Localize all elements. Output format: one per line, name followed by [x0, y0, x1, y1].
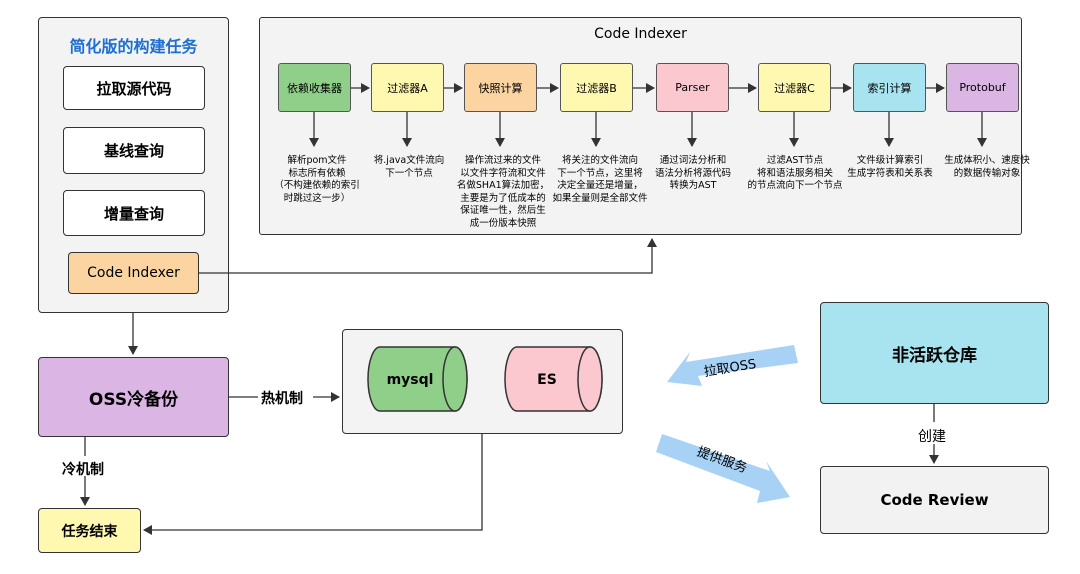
stage-dependency-collector: 依赖收集器: [278, 63, 351, 112]
stage-filter-a: 过滤器A: [371, 63, 444, 112]
note-protobuf: 生成体积小、速度快 的数据传输对象: [944, 155, 1030, 179]
provide-service-arrow: [656, 434, 790, 503]
inactive-repo: 非活跃仓库: [820, 302, 1049, 404]
es-label: ES: [537, 372, 557, 388]
stage-parser: Parser: [656, 63, 729, 112]
note-filter-a: 将.java文件流向 下一个节点: [373, 155, 445, 179]
step-pull-source: 拉取源代码: [63, 66, 205, 110]
stage-filter-c: 过滤器C: [758, 63, 831, 112]
mysql-label: mysql: [387, 372, 434, 388]
code-review: Code Review: [820, 466, 1049, 534]
note-filter-b: 将关注的文件流向 下一个节点，这里将 决定全量还是增量， 如果全量则是全部文件: [552, 155, 648, 204]
stage-filter-b: 过滤器B: [560, 63, 633, 112]
stage-index-compute: 索引计算: [853, 63, 926, 112]
stage-protobuf: Protobuf: [946, 63, 1019, 112]
es-cylinder: [504, 346, 603, 412]
code-indexer-panel: [259, 17, 1022, 235]
create-label: 创建: [918, 429, 946, 445]
step-code-indexer: Code Indexer: [68, 252, 199, 294]
note-dependency-collector: 解析pom文件 标志所有依赖 （不构建依赖的索引 时跳过这一步）: [274, 155, 360, 204]
pull-oss-arrow: [667, 345, 798, 386]
note-parser: 通过词法分析和 语法分析将源代码 转换为AST: [654, 155, 731, 191]
note-filter-c: 过滤AST节点 将和语法服务相关 的节点流向下一个节点: [747, 155, 843, 191]
step-incremental-query: 增量查询: [63, 190, 205, 236]
note-index-compute: 文件级计算索引 生成字符表和关系表: [847, 155, 933, 179]
cold-mechanism-label: 冷机制: [62, 462, 104, 478]
code-indexer-title: Code Indexer: [594, 26, 687, 42]
stage-note-arrows: [309, 112, 987, 147]
oss-cold-backup: OSS冷备份: [38, 357, 229, 437]
stage-snapshot: 快照计算: [464, 63, 537, 112]
step-baseline-query: 基线查询: [63, 127, 205, 174]
left-panel-title: 简化版的构建任务: [69, 37, 198, 56]
mysql-cylinder: [367, 346, 468, 412]
note-snapshot: 操作流过来的文件 以文件字符流和文件 名做SHA1算法加密， 主要是为了低成本的…: [456, 155, 550, 229]
task-end: 任务结束: [38, 508, 141, 553]
hot-mechanism-label: 热机制: [261, 391, 303, 407]
